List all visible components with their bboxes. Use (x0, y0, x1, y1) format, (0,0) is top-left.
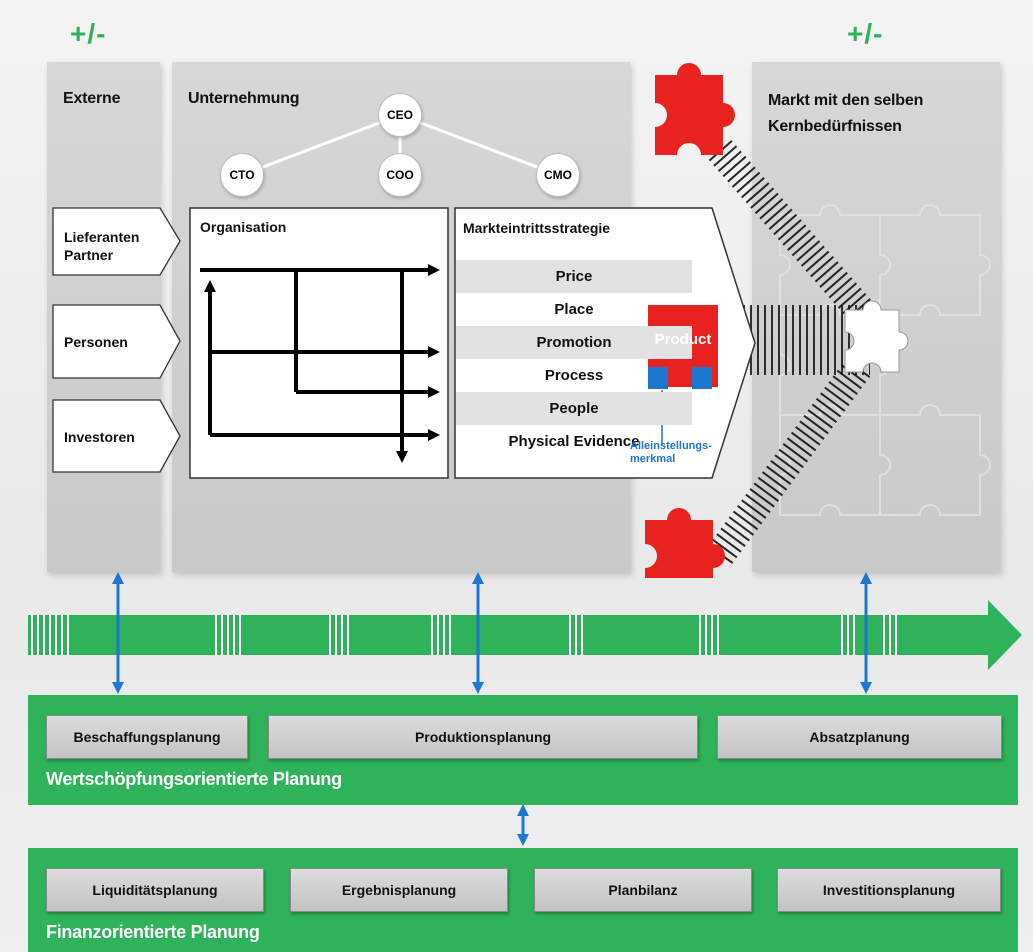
markt-title: Markt mit den selben Kernbedürfnissen (768, 92, 924, 135)
wertschoepfung-label: Wertschöpfungsorientierte Planung (46, 769, 342, 789)
finanz-label: Finanzorientierte Planung (46, 922, 260, 942)
finanz-band: Liquiditätsplanung Ergebnisplanung Planb… (28, 848, 1018, 952)
externe-title: Externe (63, 90, 121, 107)
planbilanz-button[interactable]: Planbilanz (534, 868, 752, 912)
blue-arrowheads (112, 572, 872, 846)
market-white-piece (844, 300, 909, 373)
externe-item-investoren: Investoren (64, 429, 135, 445)
ergebnisplanung-button[interactable]: Ergebnisplanung (290, 868, 508, 912)
sound-waves-up (708, 140, 872, 320)
plus-minus-right: +/- (847, 18, 884, 49)
externe-item-personen: Personen (64, 334, 128, 350)
green-progress-stripes (31, 615, 897, 655)
red-puzzle-top (655, 63, 735, 155)
liquiditaetsplanung-button[interactable]: Liquiditätsplanung (46, 868, 264, 912)
produktionsplanung-button[interactable]: Produktionsplanung (268, 715, 698, 759)
organisation-label: Organisation (200, 219, 287, 235)
blue-connectors (116, 580, 868, 840)
absatzplanung-button[interactable]: Absatzplanung (717, 715, 1002, 759)
org-arrowheads (204, 264, 440, 463)
strategy-item-promotion: Promotion (456, 326, 692, 359)
green-progress-band (28, 615, 988, 655)
org-node-ceo: CEO (378, 93, 422, 137)
usp-label: Alleinstellungs-merkmal (630, 440, 712, 465)
org-node-cmo: CMO (536, 153, 580, 197)
wertschoepfung-band: Beschaffungsplanung Produktionsplanung A… (28, 695, 1018, 805)
investitionsplanung-button[interactable]: Investitionsplanung (777, 868, 1001, 912)
beschaffungsplanung-button[interactable]: Beschaffungsplanung (46, 715, 248, 759)
strategy-list: Price Place Promotion Process People Phy… (456, 260, 692, 458)
green-progress-head (988, 600, 1022, 670)
externe-chevron-3 (52, 399, 181, 473)
externe-chevron-2 (52, 304, 181, 379)
externe-item-lieferanten: Lieferanten Partner (64, 229, 140, 263)
strategy-item-physical-evidence: Physical Evidence (508, 433, 640, 450)
organisation-box (189, 207, 449, 479)
unternehmung-title: Unternehmung (188, 90, 300, 107)
strategy-item-process: Process (544, 367, 604, 384)
strategy-item-place: Place (554, 301, 594, 318)
org-arrows (200, 268, 430, 455)
red-puzzle-bottom (645, 508, 725, 578)
org-node-coo: COO (378, 153, 422, 197)
product-label: Product (654, 331, 712, 348)
org-node-cto: CTO (220, 153, 264, 197)
strategy-title: Markteintrittsstrategie (463, 220, 611, 236)
strategy-item-people: People (456, 392, 692, 425)
externe-chevron-1 (52, 207, 181, 276)
strategy-item-price: Price (456, 260, 692, 293)
sound-waves-down (707, 356, 873, 564)
plus-minus-left: +/- (70, 18, 107, 49)
market-puzzle-pattern (779, 204, 991, 516)
